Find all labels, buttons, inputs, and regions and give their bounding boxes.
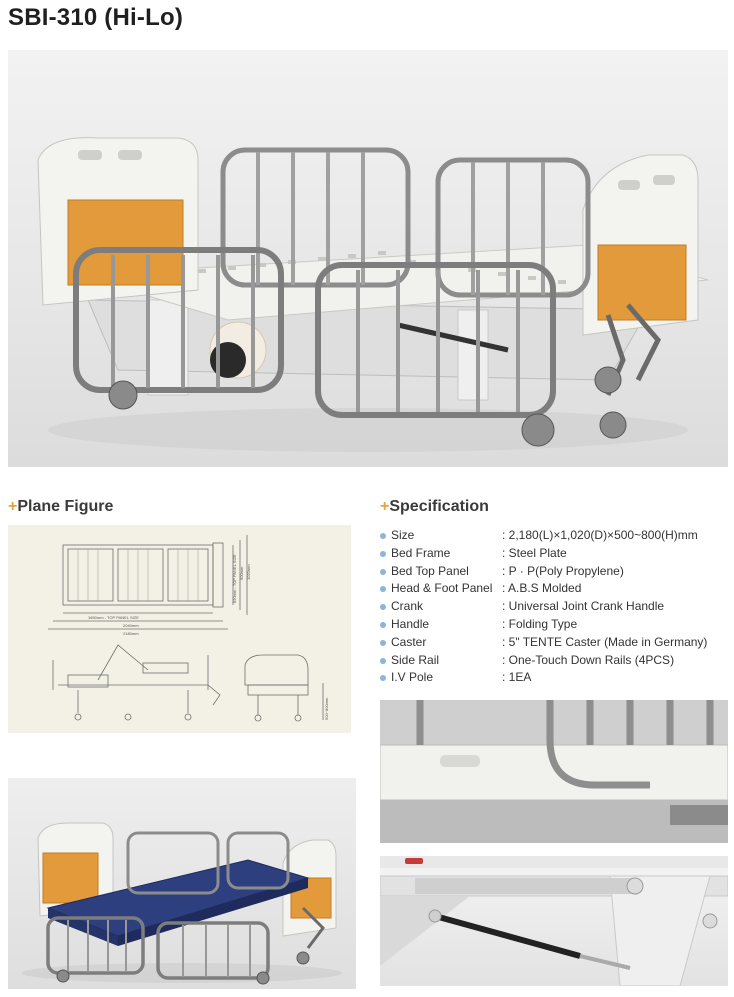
plane-figure-label: Plane Figure (17, 498, 114, 515)
dim-total-length: 2180mm (123, 631, 139, 636)
spec-value: : P · P(Poly Propylene) (502, 563, 624, 578)
spec-label: Bed Top Panel (391, 563, 469, 578)
spec-value: : Universal Joint Crank Handle (502, 599, 665, 614)
bullet-icon (380, 550, 386, 557)
hero-bed-photo (8, 50, 728, 467)
spec-row-caster: Caster : 5" TENTE Caster (Made in Germany… (380, 634, 734, 652)
plane-figure-drawing: 1650mm - TOP PANEL SIZE 2040mm 2180mm 82… (8, 525, 351, 733)
spec-row-side-rail: Side Rail : One-Touch Down Rails (4PCS) (380, 652, 734, 670)
spec-label: Side Rail (391, 652, 440, 667)
spec-label: Crank (391, 599, 424, 614)
spec-label: Caster (391, 634, 427, 649)
bullet-icon (380, 604, 386, 611)
spec-label: Head & Foot Panel (391, 581, 493, 596)
dim-overall-length: 2040mm (123, 623, 139, 628)
spec-value: : 2,180(L)×1,020(D)×500~800(H)mm (502, 528, 698, 542)
page-title: SBI-310 (Hi-Lo) (8, 4, 184, 31)
bed-with-mattress-photo (8, 778, 356, 989)
spec-label: Size (391, 528, 415, 542)
dim-height-range: 500~800mm (324, 697, 329, 720)
spec-row-bed-frame: Bed Frame : Steel Plate (380, 545, 734, 563)
spec-value: : 1EA (502, 670, 532, 685)
dim-total-width: 1020mm (246, 564, 251, 580)
spec-value: : 5" TENTE Caster (Made in Germany) (502, 634, 708, 649)
spec-row-head-foot-panel: Head & Foot Panel : A.B.S Molded (380, 580, 734, 598)
spec-label: Bed Frame (391, 545, 451, 560)
bullet-icon (380, 568, 386, 575)
bullet-icon (380, 533, 386, 539)
spec-list: Size : 2,180(L)×1,020(D)×500~800(H)mm Bed… (380, 527, 734, 687)
bullet-icon (380, 675, 386, 682)
dim-top-panel-width: 820mm - TOP PANEL SIZE (232, 554, 237, 603)
specification-heading: +Specification (380, 498, 489, 516)
spec-value: : One-Touch Down Rails (4PCS) (502, 652, 675, 667)
spec-value: : Steel Plate (502, 545, 567, 560)
bullet-icon (380, 639, 386, 646)
spec-row-handle: Handle : Folding Type (380, 616, 734, 634)
plane-figure-heading: +Plane Figure (8, 498, 113, 516)
detail-rail-hinge-photo (380, 700, 728, 843)
dim-overall-width: 900mm (239, 566, 244, 580)
specification-label: Specification (389, 498, 489, 515)
spec-value: : A.B.S Molded (502, 581, 582, 596)
spec-row-crank: Crank : Universal Joint Crank Handle (380, 598, 734, 616)
dim-top-panel-length: 1650mm - TOP PANEL SIZE (88, 615, 139, 620)
bullet-icon (380, 657, 386, 664)
spec-row-iv-pole: I.V Pole : 1EA (380, 669, 734, 687)
spec-row-bed-top-panel: Bed Top Panel : P · P(Poly Propylene) (380, 563, 734, 581)
bullet-icon (380, 586, 386, 593)
bullet-icon (380, 621, 386, 628)
spec-row-size: Size : 2,180(L)×1,020(D)×500~800(H)mm (380, 527, 734, 545)
spec-value: : Folding Type (502, 616, 578, 631)
specification-plus: + (380, 498, 390, 515)
spec-label: Handle (391, 616, 430, 631)
plane-figure-plus: + (8, 498, 18, 515)
spec-label: I.V Pole (391, 670, 434, 685)
detail-gas-spring-photo (380, 856, 728, 986)
